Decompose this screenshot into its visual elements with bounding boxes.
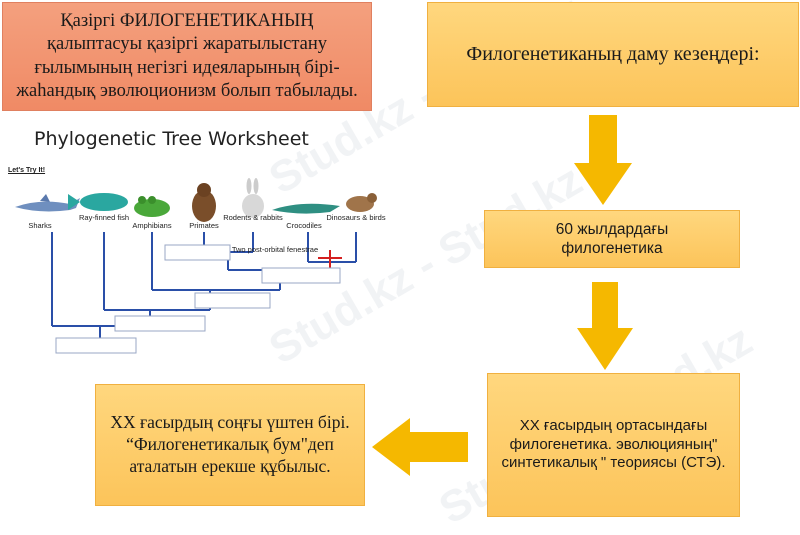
annotation-marker (318, 250, 342, 268)
taxon-label: Crocodiles (286, 221, 322, 230)
intro-text: Қазіргі ФИЛОГЕНЕТИКАНЫҢ қалыптасуы қазір… (16, 11, 358, 101)
taxon-label: Sharks (28, 221, 52, 230)
taxon-label: Dinosaurs & birds (326, 213, 385, 222)
crocodile-icon (272, 203, 340, 214)
fish-icon (68, 193, 128, 211)
phylogenetic-tree-diagram: Sharks Ray-finned fish Amphibians Primat… (15, 178, 386, 354)
rabbit-icon (242, 178, 264, 218)
stage-mid-century-text: ХХ ғасырдың ортасындағы филогенетика. эв… (501, 416, 726, 472)
taxon-label: Primates (189, 221, 219, 230)
taxon-label: Rodents & rabbits (223, 213, 283, 222)
down-arrow-icon (577, 282, 633, 370)
stages-header-text: Филогенетиканың даму кезеңдері: (466, 43, 760, 65)
shark-icon (15, 194, 80, 212)
worksheet-tag: Let's Try It! (8, 167, 46, 174)
stages-header-box: Филогенетиканың даму кезеңдері: (427, 2, 799, 107)
intro-box: Қазіргі ФИЛОГЕНЕТИКАНЫҢ қалыптасуы қазір… (2, 2, 372, 111)
frog-icon (134, 196, 170, 217)
left-arrow-icon (372, 418, 468, 476)
answer-boxes (55, 244, 341, 354)
primate-icon (192, 183, 216, 222)
stage-mid-century-box: ХХ ғасырдың ортасындағы филогенетика. эв… (487, 373, 740, 517)
stage-late-century-box: ХХ ғасырдың соңғы үштен бірі. “Филогенет… (95, 384, 365, 506)
down-arrow-icon (574, 115, 632, 205)
stage-60s-text: 60 жылдардағы филогенетика (555, 220, 669, 257)
worksheet-title: Phylogenetic Tree Worksheet (34, 128, 309, 150)
taxon-label: Ray-finned fish (79, 213, 129, 222)
bird-icon (346, 193, 377, 212)
stage-60s-box: 60 жылдардағы филогенетика (484, 210, 740, 268)
taxon-label: Amphibians (132, 221, 171, 230)
stage-late-century-text: ХХ ғасырдың соңғы үштен бірі. “Филогенет… (110, 412, 350, 476)
annotation-label: Two post-orbital fenestrae (232, 245, 318, 254)
